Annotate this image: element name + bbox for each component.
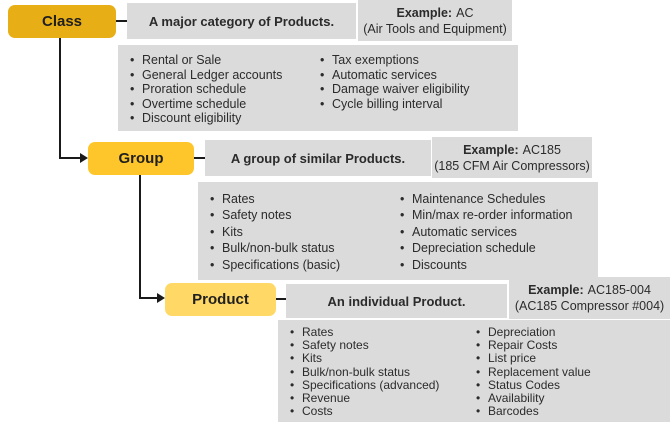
- product-example-line1: Example:AC185-004: [528, 282, 651, 298]
- bullet-item: Safety notes: [288, 339, 474, 353]
- connector-group-to-product-horizontal: [139, 297, 157, 299]
- bullet-item: Kits: [288, 352, 474, 366]
- bullet-item: Maintenance Schedules: [398, 191, 588, 208]
- arrow-right-icon: [80, 153, 88, 163]
- connector-group-to-description: [194, 157, 205, 159]
- bullet-item: Revenue: [288, 391, 474, 405]
- class-example-box: Example:AC (Air Tools and Equipment): [358, 0, 512, 41]
- bullet-item: Proration schedule: [128, 82, 318, 97]
- bullet-item: General Ledger accounts: [128, 68, 318, 83]
- class-description-box: A major category of Products.: [127, 3, 356, 39]
- group-example-box: Example:AC185 (185 CFM Air Compressors): [432, 137, 592, 178]
- class-attributes-left-column: Rental or Sale General Ledger accounts P…: [128, 53, 318, 126]
- bullet-item: Discounts: [398, 257, 588, 274]
- bullet-item: Barcodes: [474, 405, 660, 419]
- example-value: AC: [456, 5, 474, 20]
- bullet-item: Specifications (advanced): [288, 378, 474, 392]
- product-description-box: An individual Product.: [286, 284, 507, 318]
- bullet-item: Rates: [288, 325, 474, 339]
- example-label: Example:: [463, 142, 519, 157]
- connector-group-to-product-vertical: [139, 175, 141, 299]
- example-label: Example:: [396, 5, 453, 20]
- class-example-line2: (Air Tools and Equipment): [363, 21, 507, 36]
- bullet-item: Depreciation schedule: [398, 240, 588, 257]
- example-label: Example:: [528, 283, 584, 297]
- product-example-box: Example:AC185-004 (AC185 Compressor #004…: [509, 277, 670, 319]
- class-attributes-right-column: Tax exemptions Automatic services Damage…: [318, 53, 508, 123]
- example-value: AC185: [522, 142, 561, 157]
- arrow-right-icon: [157, 293, 165, 303]
- bullet-item: Discount eligibility: [128, 111, 318, 126]
- connector-product-to-description: [276, 298, 286, 300]
- bullet-item: Availability: [474, 391, 660, 405]
- class-node-label: Class: [41, 13, 83, 30]
- group-description-box: A group of similar Products.: [205, 140, 431, 176]
- bullet-item: Safety notes: [208, 207, 398, 224]
- connector-class-to-group-horizontal: [59, 157, 80, 159]
- group-attributes-panel: Rates Safety notes Kits Bulk/non-bulk st…: [198, 182, 598, 280]
- group-example-line2: (185 CFM Air Compressors): [434, 158, 590, 173]
- bullet-item: Status Codes: [474, 378, 660, 392]
- group-attributes-right-column: Maintenance Schedules Min/max re-order i…: [398, 191, 588, 274]
- bullet-item: Depreciation: [474, 325, 660, 339]
- class-node: Class: [8, 5, 116, 38]
- bullet-item: Specifications (basic): [208, 257, 398, 274]
- bullet-item: Min/max re-order information: [398, 207, 588, 224]
- product-attributes-right-column: Depreciation Repair Costs List price Rep…: [474, 325, 660, 419]
- bullet-item: Tax exemptions: [318, 53, 508, 68]
- bullet-item: List price: [474, 352, 660, 366]
- example-value: AC185-004: [587, 283, 651, 297]
- product-example-line2: (AC185 Compressor #004): [514, 299, 665, 313]
- product-node-label: Product: [192, 291, 249, 308]
- bullet-item: Bulk/non-bulk status: [288, 365, 474, 379]
- bullet-item: Rates: [208, 191, 398, 208]
- connector-class-to-group-vertical: [59, 38, 61, 159]
- bullet-item: Automatic services: [318, 68, 508, 83]
- bullet-item: Costs: [288, 405, 474, 419]
- group-example-line1: Example:AC185: [463, 142, 561, 158]
- product-node: Product: [165, 283, 276, 316]
- connector-class-to-description: [116, 20, 127, 22]
- product-attributes-left-column: Rates Safety notes Kits Bulk/non-bulk st…: [288, 325, 474, 419]
- group-node-label: Group: [118, 150, 164, 167]
- bullet-item: Rental or Sale: [128, 53, 318, 68]
- class-example-line1: Example:AC: [397, 5, 474, 21]
- product-attributes-panel: Rates Safety notes Kits Bulk/non-bulk st…: [278, 320, 670, 422]
- bullet-item: Repair Costs: [474, 339, 660, 353]
- group-attributes-left-column: Rates Safety notes Kits Bulk/non-bulk st…: [208, 191, 398, 274]
- bullet-item: Cycle billing interval: [318, 97, 508, 112]
- group-node: Group: [88, 142, 194, 175]
- bullet-item: Replacement value: [474, 365, 660, 379]
- bullet-item: Bulk/non-bulk status: [208, 240, 398, 257]
- bullet-item: Kits: [208, 224, 398, 241]
- class-attributes-panel: Rental or Sale General Ledger accounts P…: [118, 45, 518, 131]
- bullet-item: Overtime schedule: [128, 97, 318, 112]
- bullet-item: Automatic services: [398, 224, 588, 241]
- bullet-item: Damage waiver eligibility: [318, 82, 508, 97]
